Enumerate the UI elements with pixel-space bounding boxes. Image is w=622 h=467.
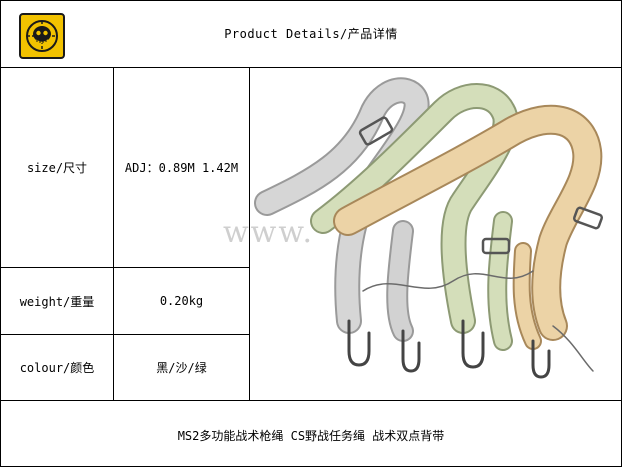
size-label: size/尺寸 [26, 160, 88, 175]
weight-value: 0.20kg [159, 294, 204, 308]
col-divider-label [113, 67, 114, 400]
row-divider-header [1, 67, 621, 68]
page-title: Product Details/产品详情 [224, 27, 398, 41]
colour-label: colour/颜色 [19, 361, 95, 375]
tactical-sling-straps-illustration [253, 71, 617, 399]
watermark-text: www. [223, 215, 315, 250]
row-divider-footer [1, 400, 621, 401]
product-caption: MS2多功能战术枪绳 CS野战任务绳 战术双点背带 [177, 429, 445, 443]
jolly-roger-logo-icon [19, 13, 65, 59]
row-divider-weight [1, 334, 249, 335]
row-divider-size [1, 267, 249, 268]
size-value: ADJ：0.89M 1.42M [124, 160, 239, 175]
colour-value: 黑/沙/绿 [156, 361, 207, 375]
col-divider-value [249, 67, 250, 400]
weight-label: weight/重量 [19, 294, 95, 309]
